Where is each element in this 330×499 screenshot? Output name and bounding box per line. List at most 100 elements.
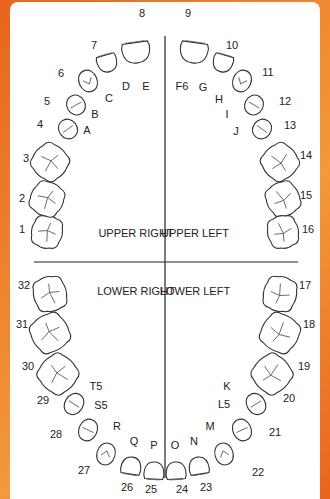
tooth-letter: O	[171, 439, 180, 451]
tooth-letter: A	[83, 124, 90, 136]
tooth-number: 29	[37, 394, 49, 406]
tooth-groove	[147, 479, 161, 481]
tooth-outline	[24, 176, 69, 222]
tooth-outline	[241, 92, 267, 118]
tooth-letter: L5	[218, 398, 230, 410]
tooth-letter: Q	[130, 435, 139, 447]
tooth-groove	[249, 102, 260, 108]
tooth-crown	[259, 273, 300, 316]
tooth-letter: K	[223, 380, 230, 392]
tooth-letter: H	[215, 93, 223, 105]
tooth-number: UPPER LEFT	[161, 227, 229, 239]
tooth-number: 20	[283, 392, 295, 404]
tooth-outline	[75, 67, 100, 94]
tooth-groove	[219, 450, 229, 458]
tooth-groove	[101, 450, 111, 458]
tooth-outline	[178, 40, 209, 65]
tooth-number: 26	[121, 481, 133, 493]
tooth-outline	[211, 52, 235, 74]
tooth-groove	[218, 53, 231, 57]
tooth-groove	[257, 125, 267, 132]
tooth-number: 11	[262, 66, 273, 78]
tooth-number: 2	[19, 192, 25, 204]
tooth-groove	[266, 148, 295, 177]
tooth-outline	[255, 137, 304, 186]
tooth-groove	[123, 473, 137, 475]
tooth-outline	[264, 212, 302, 252]
tooth-crown	[255, 137, 304, 186]
tooth-number: 21	[269, 426, 281, 438]
tooth-number: 9	[185, 7, 191, 19]
tooth-outline	[55, 116, 81, 143]
tooth-outline	[94, 441, 118, 467]
tooth-crown	[63, 92, 89, 118]
tooth-number: 7	[91, 39, 97, 51]
tooth-groove	[83, 77, 93, 86]
tooth-crown	[121, 41, 152, 65]
tooth-crown	[32, 348, 84, 400]
tooth-outline	[25, 137, 74, 186]
tooth-outline	[144, 461, 165, 480]
tooth-crown	[60, 390, 87, 418]
tooth-number: 27	[78, 464, 90, 476]
tooth-crown	[24, 176, 69, 222]
tooth-groove	[237, 77, 247, 86]
tooth-outline	[75, 416, 101, 444]
tooth-crown	[75, 416, 101, 444]
tooth-number: 12	[279, 95, 291, 107]
tooth-number: 32	[18, 279, 30, 291]
tooth-outline	[165, 461, 186, 480]
tooth-number: 3	[23, 152, 29, 164]
tooth-outline	[259, 273, 300, 316]
arch-divider	[34, 261, 298, 262]
tooth-letter: E	[142, 80, 149, 92]
tooth-outline	[32, 348, 84, 400]
tooth-crown	[242, 390, 269, 418]
tooth-crown	[229, 416, 255, 444]
tooth-groove	[71, 102, 82, 108]
tooth-letter: T5	[90, 380, 103, 392]
tooth-crown	[144, 461, 165, 479]
tooth-outline	[187, 455, 210, 476]
tooth-number: 10	[226, 39, 238, 51]
tooth-letter: S5	[94, 399, 107, 411]
tooth-crown	[25, 308, 76, 359]
tooth-number: 16	[302, 223, 314, 235]
tooth-crown	[94, 441, 118, 467]
tooth-number: 23	[200, 481, 212, 493]
tooth-groove	[268, 282, 292, 307]
tooth-number: LOWER LEFT	[160, 285, 230, 297]
tooth-groove	[36, 220, 58, 243]
tooth-groove	[34, 186, 60, 213]
tooth-crown	[178, 41, 209, 65]
tooth-letter: F6	[176, 80, 189, 92]
tooth-groove	[270, 186, 296, 213]
tooth-groove	[251, 401, 261, 408]
tooth-crown	[211, 52, 235, 74]
tooth-groove	[193, 473, 207, 475]
tooth-outline	[212, 441, 236, 467]
tooth-letter: M	[205, 420, 214, 432]
tooth-groove	[265, 318, 295, 348]
tooth-groove	[272, 220, 294, 243]
tooth-letter: R	[113, 420, 121, 432]
tooth-letter: D	[122, 80, 130, 92]
tooth-crown	[25, 137, 74, 186]
tooth-number: 28	[50, 428, 62, 440]
tooth-number: 17	[299, 279, 311, 291]
tooth-groove	[82, 427, 93, 432]
tooth-crown	[75, 67, 100, 94]
tooth-letter: C	[105, 92, 113, 104]
tooth-outline	[260, 176, 305, 222]
tooth-number: 25	[145, 483, 157, 495]
tooth-outline	[29, 273, 70, 316]
tooth-crown	[255, 308, 306, 359]
tooth-outline	[28, 212, 66, 252]
tooth-groove	[63, 125, 73, 132]
tooth-crown	[264, 212, 302, 252]
tooth-outline	[229, 67, 254, 94]
tooth-crown	[29, 273, 70, 316]
tooth-number: 14	[300, 149, 312, 161]
